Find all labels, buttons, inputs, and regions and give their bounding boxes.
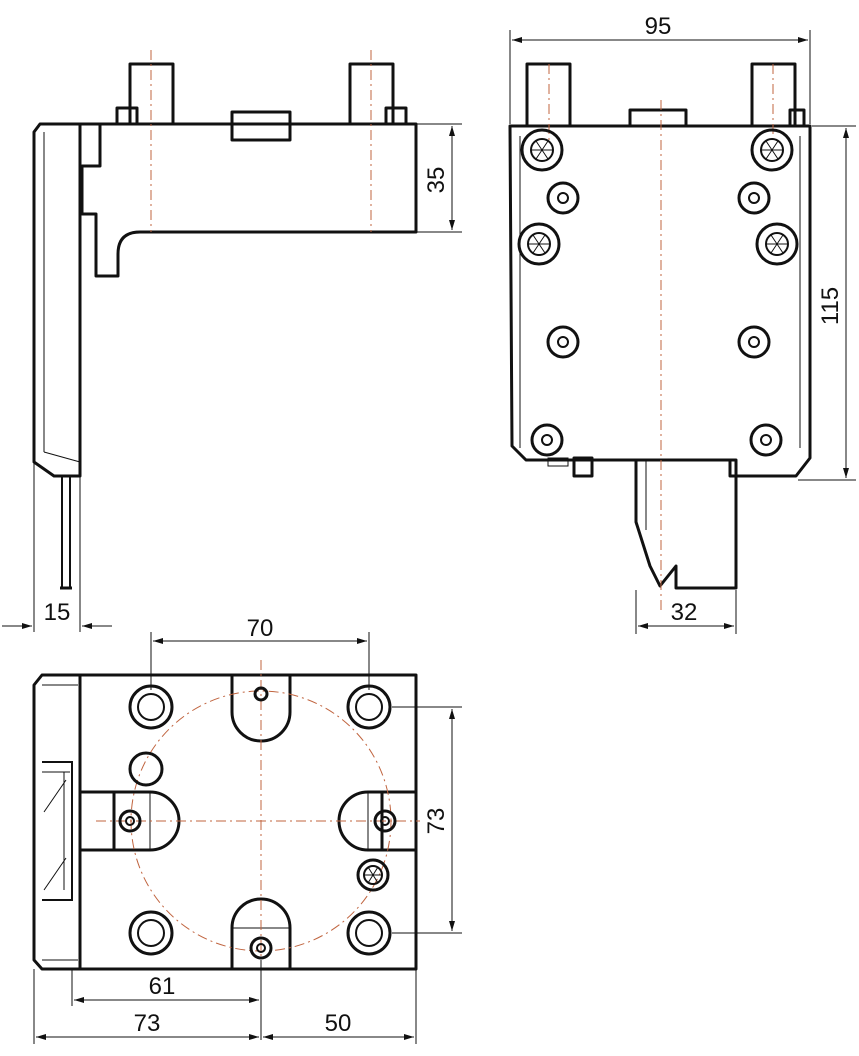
dim-label-35: 35 [423, 167, 450, 194]
hex-screw-icon [517, 222, 561, 266]
side-key-block [230, 110, 292, 142]
hole-icon [118, 809, 142, 833]
dim-label-15: 15 [44, 599, 71, 626]
dim-label-50: 50 [325, 1010, 352, 1037]
dim-label-61: 61 [149, 973, 176, 1000]
dim-95: 95 [509, 13, 811, 124]
side-view [32, 50, 418, 590]
hole-icon [253, 686, 269, 702]
dim-15: 15 [2, 462, 112, 632]
dim-73-vertical: 73 [392, 706, 462, 934]
hole-icon [749, 423, 783, 457]
hole-icon [737, 181, 771, 215]
dim-61: 61 [71, 960, 262, 1040]
counterbore-icon [128, 684, 174, 730]
dim-73-50: 73 50 [33, 969, 417, 1044]
hole-icon [737, 325, 771, 359]
dim-label-70: 70 [247, 615, 274, 642]
side-body [78, 122, 418, 278]
dim-label-32: 32 [671, 599, 698, 626]
dim-115: 115 [798, 125, 856, 481]
counterbore-icon [128, 910, 174, 956]
slot-right [337, 790, 384, 852]
hex-screw-icon [750, 128, 794, 172]
top-clamp-plate [32, 673, 82, 971]
hex-screw-icon [755, 222, 799, 266]
front-shank [634, 458, 738, 590]
dim-32: 32 [635, 590, 737, 634]
dim-70: 70 [150, 615, 370, 690]
dim-label-73-vertical: 73 [423, 808, 450, 835]
front-view [508, 62, 812, 610]
dim-35: 35 [416, 123, 462, 233]
hole-icon [128, 751, 164, 787]
hole-icon [373, 809, 397, 833]
dim-label-95: 95 [645, 13, 672, 40]
slot-bottom [230, 897, 292, 971]
side-clamp-plate [32, 122, 82, 478]
front-body [508, 124, 812, 478]
top-view [32, 660, 420, 980]
dim-label-115: 115 [817, 287, 844, 325]
hole-icon [546, 181, 580, 215]
hole-icon [530, 423, 564, 457]
hole-icon [249, 936, 273, 960]
hex-screw-icon [520, 128, 564, 172]
hex-screw-icon [356, 858, 390, 892]
counterbore-icon [346, 910, 392, 956]
dim-label-73-base: 73 [134, 1010, 161, 1037]
slot-left [112, 790, 181, 852]
counterbore-icon [346, 684, 392, 730]
hole-icon [546, 325, 580, 359]
